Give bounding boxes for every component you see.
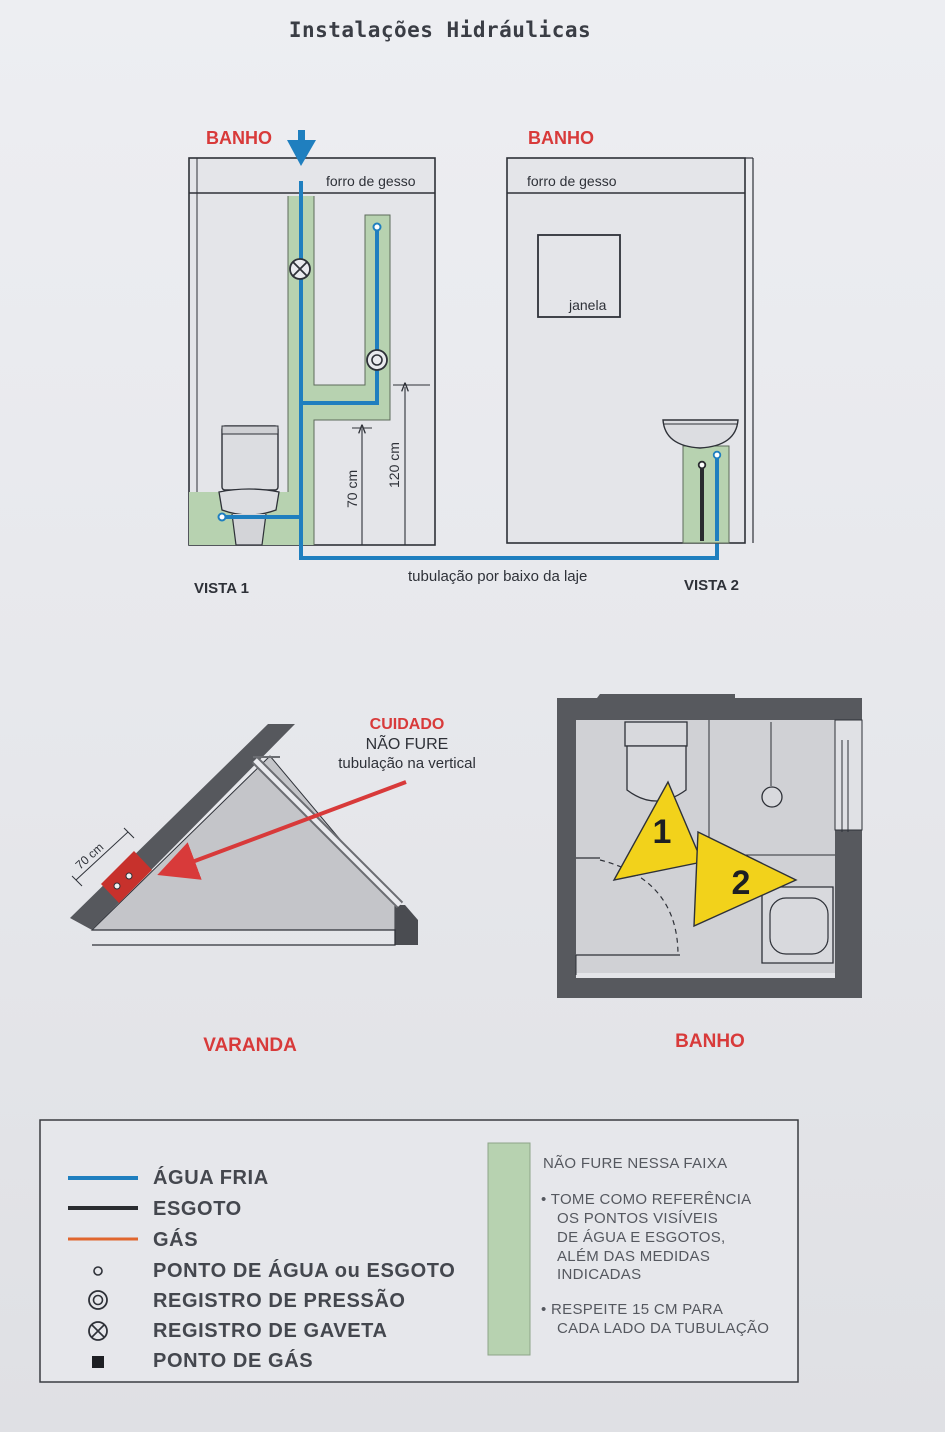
dimension-120: 120 cm xyxy=(386,385,430,545)
dimension-70: 70 cm xyxy=(344,428,372,545)
sink-elevation xyxy=(662,419,739,449)
legend-item-water-point: PONTO DE ÁGUA ou ESGOTO xyxy=(153,1259,455,1282)
legend-item-cold-water: ÁGUA FRIA xyxy=(153,1166,269,1189)
small-circle-icon xyxy=(93,1266,103,1276)
window: janela xyxy=(537,234,621,318)
pressure-valve-icon xyxy=(366,349,388,371)
black-square-icon xyxy=(92,1356,104,1368)
warning-line-1: NÃO FURE xyxy=(366,733,449,753)
toilet-elevation xyxy=(218,425,280,546)
legend-note-1-line-4: ALÉM DAS MEDIDAS xyxy=(557,1248,710,1265)
warning-line-2: tubulação na vertical xyxy=(338,755,476,772)
view2-room-label: BANHO xyxy=(528,128,594,148)
sink-plan xyxy=(761,886,834,964)
legend-item-gate-valve: REGISTRO DE GAVETA xyxy=(153,1320,388,1342)
marker-1-label: 1 xyxy=(653,813,672,851)
legend-note-1-line-5: INDICADAS xyxy=(557,1266,641,1283)
view1-label: VISTA 1 xyxy=(194,580,249,597)
double-circle-icon xyxy=(88,1290,108,1310)
dimension-70-label: 70 cm xyxy=(344,470,360,508)
legend-note-2-line-2: CADA LADO DA TUBULAÇÃO xyxy=(557,1320,769,1337)
gate-valve-icon xyxy=(289,258,311,280)
view2-label: VISTA 2 xyxy=(684,577,739,594)
bathroom-plan: 1 2 xyxy=(557,694,863,998)
balcony-label: VARANDA xyxy=(203,1035,297,1056)
door-swing xyxy=(575,857,680,975)
window-label: janela xyxy=(568,297,607,313)
view2-elevation: forro de gesso BANHO janela VISTA 2 xyxy=(506,128,754,594)
water-inlet-arrow-icon xyxy=(287,130,316,166)
legend-band-title: NÃO FURE NESSA FAIXA xyxy=(543,1155,727,1172)
toilet-plan xyxy=(624,721,688,802)
legend-note-1-line-1: • TOME COMO REFERÊNCIA xyxy=(541,1191,751,1208)
legend-item-gas-point: PONTO DE GÁS xyxy=(153,1349,313,1372)
view1-elevation: forro de gesso BANHO xyxy=(188,128,719,597)
legend-item-pressure-valve: REGISTRO DE PRESSÃO xyxy=(153,1289,406,1312)
marker-2-label: 2 xyxy=(732,864,751,902)
view1-room-label: BANHO xyxy=(206,128,272,148)
legend-no-drill-swatch xyxy=(487,1142,531,1356)
view2-no-drill-band xyxy=(682,445,730,544)
view2-pipes xyxy=(697,450,722,541)
view1-ceiling-label: forro de gesso xyxy=(326,173,416,189)
balcony-no-drill-zone xyxy=(101,851,152,903)
warning-title: CUIDADO xyxy=(370,716,445,733)
legend-item-gas: GÁS xyxy=(153,1228,198,1251)
dimension-120-label: 120 cm xyxy=(386,442,402,488)
crossed-circle-icon xyxy=(88,1321,108,1341)
view2-ceiling-label: forro de gesso xyxy=(527,173,617,189)
bathroom-plan-label: BANHO xyxy=(675,1031,745,1052)
warning-arrow-icon xyxy=(157,780,407,880)
under-slab-label: tubulação por baixo da laje xyxy=(408,568,587,585)
view-marker-1-icon: 1 xyxy=(612,780,703,881)
legend-note-2-line-1: • RESPEITE 15 CM PARA xyxy=(541,1301,723,1318)
balcony-plan: 70 cm xyxy=(70,724,418,946)
shower-drain-icon xyxy=(761,786,783,808)
legend-box: ÁGUA FRIA ESGOTO GÁS PONTO DE ÁGUA ou ES… xyxy=(39,1119,799,1383)
legend-item-sewer: ESGOTO xyxy=(153,1198,242,1220)
view-marker-2-icon: 2 xyxy=(693,830,798,928)
legend-note-1-line-2: OS PONTOS VISÍVEIS xyxy=(557,1210,718,1227)
legend-note-1-line-3: DE ÁGUA E ESGOTOS, xyxy=(557,1229,726,1246)
page-title: Instalações Hidráulicas xyxy=(288,18,592,42)
